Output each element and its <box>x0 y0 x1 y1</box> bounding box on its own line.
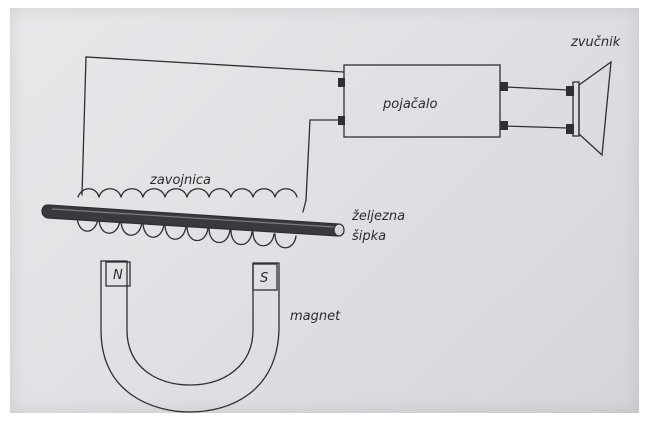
amplifier-box <box>343 64 501 138</box>
label-coil: zavojnica <box>149 173 211 188</box>
coil-windings <box>76 188 298 249</box>
label-pole-south: S <box>260 271 268 286</box>
label-magnet: magnet <box>290 309 341 324</box>
magnet-pole-north <box>105 261 131 287</box>
wire-amp-speaker-top <box>504 86 569 91</box>
magnet-pole-south <box>252 263 278 291</box>
label-amplifier: pojačalo <box>382 97 438 112</box>
label-rod-line1: željezna <box>351 209 405 224</box>
connector-tabs <box>338 78 574 134</box>
wire-bottom <box>302 119 345 213</box>
iron-rod <box>41 204 345 237</box>
wire-top <box>81 56 345 196</box>
label-speaker: zvučnik <box>570 35 621 50</box>
wire-amp-speaker-bottom <box>504 125 569 129</box>
magnet-u <box>100 260 280 413</box>
label-pole-north: N <box>113 268 123 283</box>
label-rod-line2: šipka <box>352 229 386 244</box>
speaker-cone <box>578 60 612 157</box>
